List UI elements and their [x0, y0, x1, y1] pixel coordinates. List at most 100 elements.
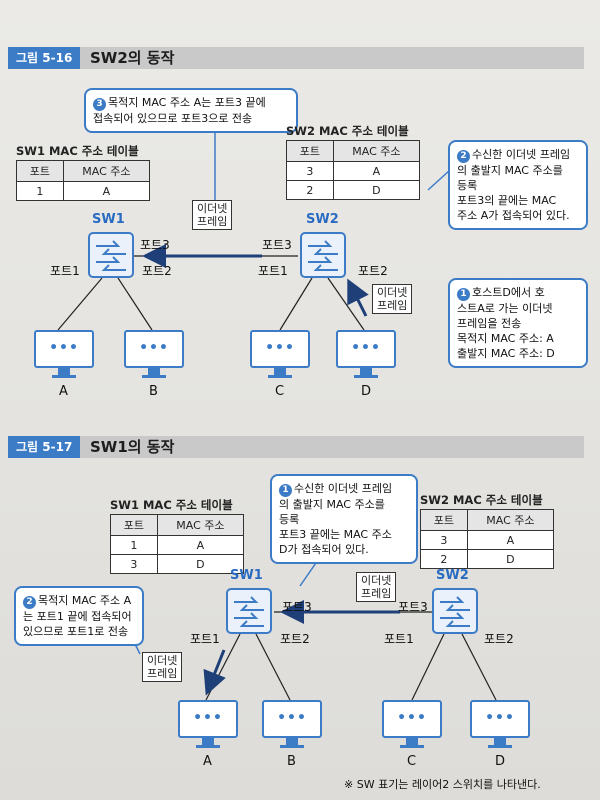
- callout-text: 등록: [457, 179, 478, 192]
- table-header: MAC 주소: [466, 509, 555, 531]
- fig2-sw2-table-caption: SW2 MAC 주소 테이블: [420, 493, 543, 507]
- fig2-sw2-port2: 포트2: [484, 632, 514, 646]
- table-cell: D: [332, 180, 421, 200]
- fig1-sw1-port3: 포트3: [140, 238, 170, 252]
- fig1-link-a: [57, 277, 103, 331]
- table-header: 포트: [286, 140, 334, 162]
- callout-text: 목적지 MAC 주소 A는 포트3 끝에: [108, 96, 266, 109]
- fig2-host-a-icon: •••: [178, 700, 238, 748]
- callout-text: 의 출발지 MAC 주소를: [457, 164, 563, 177]
- table-cell: D: [156, 554, 245, 574]
- step-number-icon: 2: [23, 596, 36, 609]
- fig2-header: 그림 5-17 SW1의 동작: [8, 436, 584, 458]
- table-header: MAC 주소: [156, 514, 245, 536]
- fig2-host-c-icon: •••: [382, 700, 442, 748]
- fig2-host-a-label: A: [203, 754, 212, 769]
- table-cell: 2: [286, 180, 334, 200]
- callout-text: 프레임을 전송: [457, 317, 522, 330]
- fig2-sw1-port1: 포트1: [190, 632, 220, 646]
- table-cell: 3: [420, 530, 468, 550]
- step-number-icon: 1: [279, 484, 292, 497]
- table-cell: A: [156, 535, 245, 555]
- fig1-title: SW2의 동작: [90, 49, 175, 67]
- fig1-sw2-table-caption: SW2 MAC 주소 테이블: [286, 124, 409, 138]
- table-cell: A: [466, 530, 555, 550]
- table-cell: 1: [110, 535, 158, 555]
- callout-text: 목적지 MAC 주소 A: [38, 594, 132, 607]
- fig2-link-b: [255, 633, 291, 701]
- callout-text: 등록: [279, 513, 300, 526]
- callout-text: 있으므로 포트1로 전송: [23, 625, 129, 638]
- table-header: MAC 주소: [62, 160, 151, 182]
- table-cell: A: [62, 181, 151, 201]
- table-cell: 2: [420, 549, 468, 569]
- footnote: ※ SW 표기는 레이어2 스위치를 나타낸다.: [344, 778, 541, 791]
- fig1-link-c: [279, 277, 313, 331]
- table-cell: 3: [110, 554, 158, 574]
- fig2-host-c-label: C: [407, 754, 417, 769]
- fig2-host-d-icon: •••: [470, 700, 530, 748]
- fig2-title: SW1의 동작: [90, 438, 175, 456]
- step-number-icon: 3: [93, 98, 106, 111]
- fig1-host-a-icon: •••: [34, 330, 94, 378]
- fig2-link-d: [461, 633, 497, 701]
- fig1-host-b-label: B: [149, 384, 158, 399]
- fig1-sw1-port2: 포트2: [142, 264, 172, 278]
- callout-text: 포트3의 끝에는 MAC: [457, 194, 557, 207]
- fig1-tag: 그림 5-16: [8, 47, 81, 69]
- frame-text: 이더넷: [361, 574, 392, 587]
- table-header: 포트: [16, 160, 64, 182]
- fig1-sw2-port1: 포트1: [258, 264, 288, 278]
- fig1-sw1-port1: 포트1: [50, 264, 80, 278]
- fig1-header: 그림 5-16 SW2의 동작: [8, 47, 584, 69]
- fig1-sw1-table-caption: SW1 MAC 주소 테이블: [16, 144, 139, 158]
- fig1-host-b-icon: •••: [124, 330, 184, 378]
- fig2-tag: 그림 5-17: [8, 436, 81, 458]
- fig1-sw2-port3: 포트3: [262, 238, 292, 252]
- fig2-sw2-port1: 포트1: [384, 632, 414, 646]
- callout-text: 주소 A가 접속되어 있다.: [457, 209, 570, 222]
- frame-text: 프레임: [147, 667, 178, 680]
- fig2-sw1-port2: 포트2: [280, 632, 310, 646]
- table-header: 포트: [420, 509, 468, 531]
- fig1-sw1-switch-icon: [88, 232, 134, 278]
- fig1-host-d-label: D: [361, 384, 372, 399]
- frame-text: 프레임: [361, 587, 392, 600]
- callout-text: 호스트D에서 호: [472, 286, 545, 299]
- fig1-arrow-from-d: [347, 278, 369, 317]
- fig1-host-c-label: C: [275, 384, 285, 399]
- frame-text: 이더넷: [197, 202, 228, 215]
- callout-text: 의 출발지 MAC 주소를: [279, 498, 385, 511]
- fig1-sw1-label: SW1: [92, 212, 125, 227]
- fig2-sw2-switch-icon: [432, 588, 478, 634]
- callout-text: 출발지 MAC 주소: D: [457, 347, 555, 360]
- fig2-sw1-switch-icon: [226, 588, 272, 634]
- fig2-host-b-label: B: [287, 754, 296, 769]
- fig2-sw1-table-caption: SW1 MAC 주소 테이블: [110, 498, 233, 512]
- fig2-callout1-pointer: [299, 559, 319, 587]
- frame-text: 이더넷: [377, 286, 408, 299]
- fig2-sw1-label: SW1: [230, 568, 263, 583]
- fig1-link-d: [327, 277, 365, 331]
- callout-text: 는 포트1 끝에 접속되어: [23, 610, 132, 623]
- fig1-sw2-switch-icon: [300, 232, 346, 278]
- table-cell: 3: [286, 161, 334, 181]
- fig1-host-c-icon: •••: [250, 330, 310, 378]
- fig1-sw2-label: SW2: [306, 212, 339, 227]
- fig2-arrow-to-a: [203, 649, 226, 696]
- fig2-sw2-label: SW2: [436, 568, 469, 583]
- fig2-host-b-icon: •••: [262, 700, 322, 748]
